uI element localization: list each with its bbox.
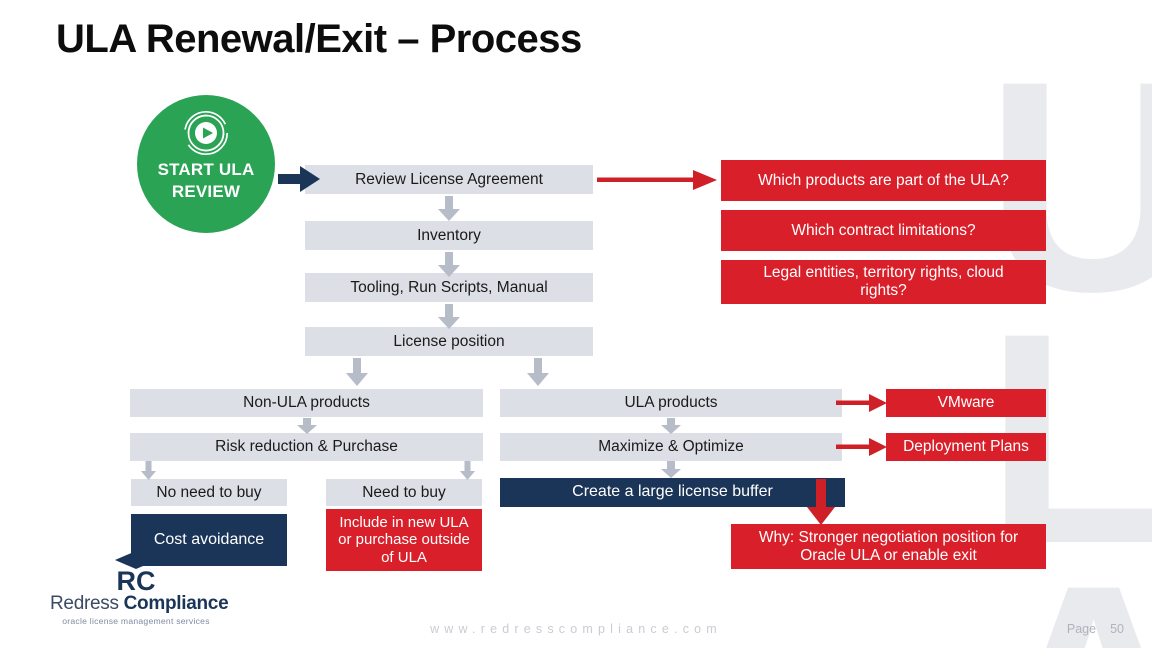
question-box-products-in-ula[interactable]: Which products are part of the ULA? bbox=[721, 160, 1046, 201]
side-box-label: Deployment Plans bbox=[903, 438, 1029, 456]
svg-text:RC: RC bbox=[117, 566, 156, 592]
flow-box-label: Inventory bbox=[417, 226, 481, 244]
branch-box-risk-reduction-purchase[interactable]: Risk reduction & Purchase bbox=[130, 433, 483, 461]
down-arrow-icon bbox=[438, 196, 460, 221]
page-label: Page bbox=[1066, 622, 1097, 636]
outcome-box-no-need-to-buy[interactable]: No need to buy bbox=[131, 479, 287, 506]
down-arrow-icon bbox=[438, 304, 460, 329]
down-arrow-icon-no-need bbox=[141, 461, 156, 480]
side-box-deployment-plans[interactable]: Deployment Plans bbox=[886, 433, 1046, 461]
side-box-label: VMware bbox=[937, 394, 995, 412]
start-ula-review-node[interactable]: START ULA REVIEW bbox=[137, 95, 275, 233]
page-number-indicator: Page 50 bbox=[1067, 622, 1124, 636]
flow-box-label: License position bbox=[393, 332, 505, 350]
branch-box-label: Non-ULA products bbox=[243, 394, 370, 412]
flow-box-inventory[interactable]: Inventory bbox=[305, 221, 593, 250]
outcome-box-label: Need to buy bbox=[362, 483, 446, 501]
red-arrow-to-questions-icon bbox=[597, 170, 717, 190]
result-box-include-in-new-ula[interactable]: Include in new ULA or purchase outside o… bbox=[326, 509, 482, 571]
branch-box-maximize-optimize[interactable]: Maximize & Optimize bbox=[500, 433, 842, 461]
down-arrow-icon bbox=[438, 252, 460, 277]
down-arrow-icon-need bbox=[460, 461, 475, 480]
logo-word-compliance: Compliance bbox=[123, 593, 229, 614]
why-box-label: Why: Stronger negotiation position for O… bbox=[758, 528, 1019, 564]
result-box-label: Cost avoidance bbox=[153, 530, 265, 548]
start-label-line2: REVIEW bbox=[171, 181, 241, 201]
question-box-label: Which products are part of the ULA? bbox=[758, 171, 1009, 189]
branch-box-create-license-buffer[interactable]: Create a large license buffer bbox=[500, 478, 845, 507]
question-box-label: Which contract limitations? bbox=[791, 221, 976, 239]
question-box-contract-limitations[interactable]: Which contract limitations? bbox=[721, 210, 1046, 251]
question-box-legal-entities[interactable]: Legal entities, territory rights, cloud … bbox=[721, 260, 1046, 304]
down-arrow-icon-left-branch bbox=[346, 358, 368, 386]
flow-box-label: Review License Agreement bbox=[355, 170, 543, 188]
branch-box-non-ula-products[interactable]: Non-ULA products bbox=[130, 389, 483, 417]
branch-box-label: Risk reduction & Purchase bbox=[215, 438, 398, 456]
down-arrow-icon bbox=[297, 418, 317, 434]
flow-box-license-position[interactable]: License position bbox=[305, 327, 593, 356]
branch-box-label: Create a large license buffer bbox=[572, 483, 773, 501]
logo-word-redress: Redress bbox=[50, 593, 124, 614]
red-arrow-to-deployment-plans-icon bbox=[836, 438, 887, 456]
down-arrow-icon-right-branch bbox=[527, 358, 549, 386]
result-box-label: Include in new ULA or purchase outside o… bbox=[338, 513, 470, 566]
red-down-arrow-icon bbox=[807, 479, 835, 525]
down-arrow-icon bbox=[661, 461, 681, 478]
logo-tagline: oracle license management services bbox=[62, 616, 210, 626]
rc-cube-icon: RC bbox=[115, 551, 157, 592]
result-box-cost-avoidance[interactable]: Cost avoidance bbox=[131, 514, 287, 566]
question-box-label: Legal entities, territory rights, cloud … bbox=[763, 264, 1004, 299]
start-label-line1: START ULA bbox=[157, 160, 255, 179]
why-box-negotiation-position[interactable]: Why: Stronger negotiation position for O… bbox=[731, 524, 1046, 569]
page-value: 50 bbox=[1110, 622, 1124, 636]
footer-website-url[interactable]: www.redresscompliance.com bbox=[430, 622, 722, 636]
navy-arrow-icon bbox=[278, 166, 320, 192]
outcome-box-label: No need to buy bbox=[156, 483, 262, 501]
branch-box-label: Maximize & Optimize bbox=[598, 438, 744, 456]
page-title: ULA Renewal/Exit – Process bbox=[56, 17, 582, 61]
flow-box-tooling-run-scripts-manual[interactable]: Tooling, Run Scripts, Manual bbox=[305, 273, 593, 302]
flow-box-label: Tooling, Run Scripts, Manual bbox=[350, 278, 548, 296]
branch-box-label: ULA products bbox=[624, 394, 718, 412]
play-circle-icon bbox=[183, 110, 229, 156]
flow-box-review-license-agreement[interactable]: Review License Agreement bbox=[305, 165, 593, 194]
start-label: START ULA REVIEW bbox=[158, 159, 255, 203]
outcome-box-need-to-buy[interactable]: Need to buy bbox=[326, 479, 482, 506]
red-arrow-to-vmware-icon bbox=[836, 394, 887, 412]
down-arrow-icon bbox=[661, 418, 681, 434]
branch-box-ula-products[interactable]: ULA products bbox=[500, 389, 842, 417]
logo-wordmark: Redress Compliance bbox=[50, 593, 229, 615]
side-box-vmware[interactable]: VMware bbox=[886, 389, 1046, 417]
redress-compliance-logo: RC Redress Compliance oracle license man… bbox=[50, 550, 229, 626]
